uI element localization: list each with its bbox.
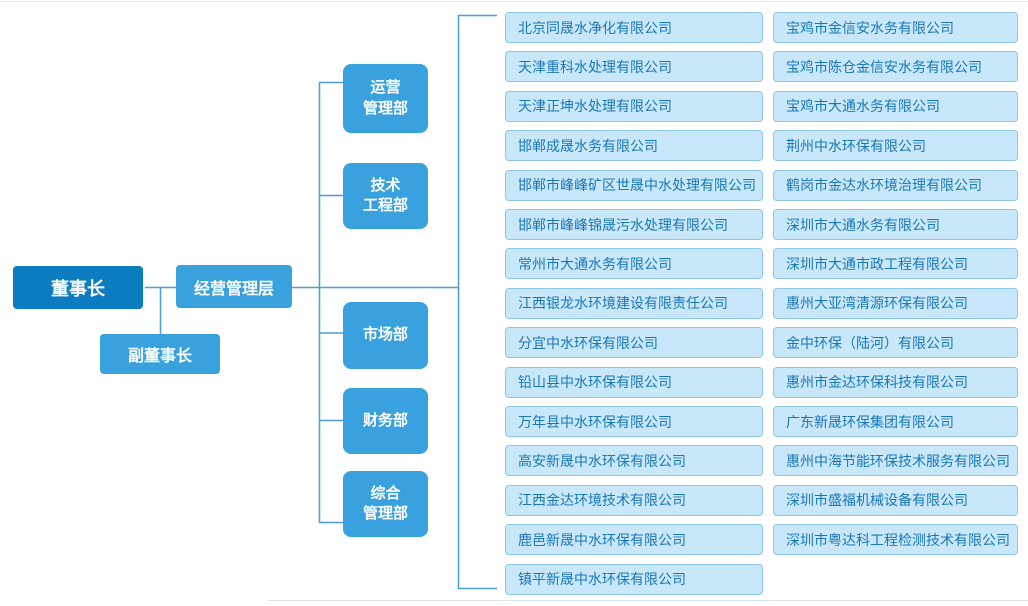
- subsidiary-label: 万年县中水环保有限公司: [518, 413, 672, 430]
- subsidiary-node: 高安新晟中水环保有限公司: [505, 445, 763, 477]
- subsidiary-node: 天津重科水处理有限公司: [505, 51, 763, 83]
- subsidiary-label: 镇平新晟中水环保有限公司: [518, 571, 686, 588]
- subsidiary-label: 深圳市盛福机械设备有限公司: [786, 492, 968, 509]
- subsidiary-label: 惠州大亚湾清源环保有限公司: [786, 295, 968, 312]
- node-management: 经营管理层: [176, 265, 292, 308]
- subsidiary-node: 深圳市大通市政工程有限公司: [773, 248, 1018, 280]
- subsidiary-label: 深圳市大通市政工程有限公司: [786, 255, 968, 272]
- subsidiary-node: 惠州中海节能环保技术服务有限公司: [773, 445, 1018, 477]
- subsidiary-label: 天津重科水处理有限公司: [518, 58, 672, 75]
- subsidiary-node: 广东新晟环保集团有限公司: [773, 406, 1018, 437]
- subsidiary-node: 宝鸡市大通水务有限公司: [773, 90, 1018, 122]
- bottom-divider: [268, 600, 1028, 601]
- subsidiary-node: 常州市大通水务有限公司: [505, 248, 763, 280]
- subsidiary-label: 宝鸡市大通水务有限公司: [786, 98, 940, 115]
- node-dept-marketing: 市场部: [343, 302, 428, 369]
- top-divider: [0, 1, 1028, 2]
- chairman-label: 董事长: [51, 278, 105, 299]
- subsidiary-node: 鹿邑新晟中水环保有限公司: [505, 524, 763, 556]
- subsidiary-column-2: 宝鸡市金信安水务有限公司 宝鸡市陈仓金信安水务有限公司 宝鸡市大通水务有限公司 …: [773, 0, 1018, 606]
- subsidiary-node: 金中环保（陆河）有限公司: [773, 327, 1018, 359]
- subsidiary-label: 鹤岗市金达水环境治理有限公司: [786, 177, 982, 194]
- subsidiary-label: 常州市大通水务有限公司: [518, 255, 672, 272]
- subsidiary-label: 金中环保（陆河）有限公司: [786, 334, 954, 351]
- subsidiary-label: 邯郸市峰峰锦晟污水处理有限公司: [518, 216, 728, 233]
- node-chairman: 董事长: [13, 266, 143, 309]
- subsidiary-node: 分宜中水环保有限公司: [505, 327, 763, 359]
- node-dept-finance: 财务部: [343, 388, 428, 454]
- subsidiary-label: 江西金达环境技术有限公司: [518, 492, 686, 509]
- subsidiary-node: 邯郸市峰峰锦晟污水处理有限公司: [505, 209, 763, 240]
- node-vice-chairman: 副董事长: [100, 334, 220, 374]
- subsidiary-node: 铅山县中水环保有限公司: [505, 366, 763, 398]
- subsidiary-node: 天津正坤水处理有限公司: [505, 90, 763, 122]
- subsidiary-label: 邯郸成晟水务有限公司: [518, 137, 658, 154]
- subsidiary-node: 宝鸡市陈仓金信安水务有限公司: [773, 51, 1018, 83]
- vice-chairman-label: 副董事长: [127, 348, 192, 365]
- subsidiary-label: 惠州市金达环保科技有限公司: [786, 374, 968, 391]
- subsidiary-label: 天津正坤水处理有限公司: [518, 98, 672, 115]
- subsidiary-node: 深圳市盛福机械设备有限公司: [773, 484, 1018, 516]
- subsidiary-label: 深圳市大通水务有限公司: [786, 216, 940, 233]
- management-label: 经营管理层: [193, 280, 274, 298]
- subsidiary-label: 北京同晟水净化有限公司: [518, 19, 672, 36]
- subsidiary-label: 荆州中水环保有限公司: [786, 137, 926, 154]
- subsidiary-node: 万年县中水环保有限公司: [505, 406, 763, 437]
- subsidiary-label: 深圳市粤达科工程检测技术有限公司: [786, 531, 1010, 548]
- subsidiary-label: 江西银龙水环境建设有限责任公司: [518, 295, 728, 312]
- subsidiary-node: 深圳市粤达科工程检测技术有限公司: [773, 524, 1018, 556]
- subsidiary-label: 宝鸡市金信安水务有限公司: [786, 19, 954, 36]
- subsidiary-label: 惠州中海节能环保技术服务有限公司: [786, 452, 1010, 469]
- subsidiary-node: 深圳市大通水务有限公司: [773, 209, 1018, 240]
- subsidiary-node: 邯郸市峰峰矿区世晟中水处理有限公司: [505, 169, 763, 201]
- subsidiary-label: 鹿邑新晟中水环保有限公司: [518, 531, 686, 548]
- subsidiary-column-1: 北京同晟水净化有限公司 天津重科水处理有限公司 天津正坤水处理有限公司 邯郸成晟…: [505, 0, 763, 606]
- subsidiary-node: 江西银龙水环境建设有限责任公司: [505, 287, 763, 319]
- subsidiary-node: 鹤岗市金达水环境治理有限公司: [773, 169, 1018, 201]
- subsidiary-label: 铅山县中水环保有限公司: [518, 374, 672, 391]
- subsidiary-node: 江西金达环境技术有限公司: [505, 484, 763, 516]
- subsidiary-node: 宝鸡市金信安水务有限公司: [773, 12, 1018, 43]
- subsidiary-label: 高安新晟中水环保有限公司: [518, 452, 686, 469]
- subsidiary-label: 宝鸡市陈仓金信安水务有限公司: [786, 58, 982, 75]
- subsidiary-node: 惠州市金达环保科技有限公司: [773, 366, 1018, 398]
- subsidiary-node: 惠州大亚湾清源环保有限公司: [773, 287, 1018, 319]
- subsidiary-node: 邯郸成晟水务有限公司: [505, 130, 763, 162]
- subsidiary-node: 北京同晟水净化有限公司: [505, 12, 763, 43]
- subsidiary-node: 荆州中水环保有限公司: [773, 130, 1018, 162]
- node-dept-engineering: 技术 工程部: [343, 163, 428, 229]
- node-dept-operations: 运营 管理部: [343, 64, 428, 133]
- subsidiary-label: 邯郸市峰峰矿区世晟中水处理有限公司: [518, 177, 756, 194]
- subsidiary-label: 广东新晟环保集团有限公司: [786, 413, 954, 430]
- subsidiary-label: 分宜中水环保有限公司: [518, 334, 658, 351]
- node-dept-general: 综合 管理部: [343, 471, 428, 537]
- subsidiary-node: 镇平新晟中水环保有限公司: [505, 563, 763, 595]
